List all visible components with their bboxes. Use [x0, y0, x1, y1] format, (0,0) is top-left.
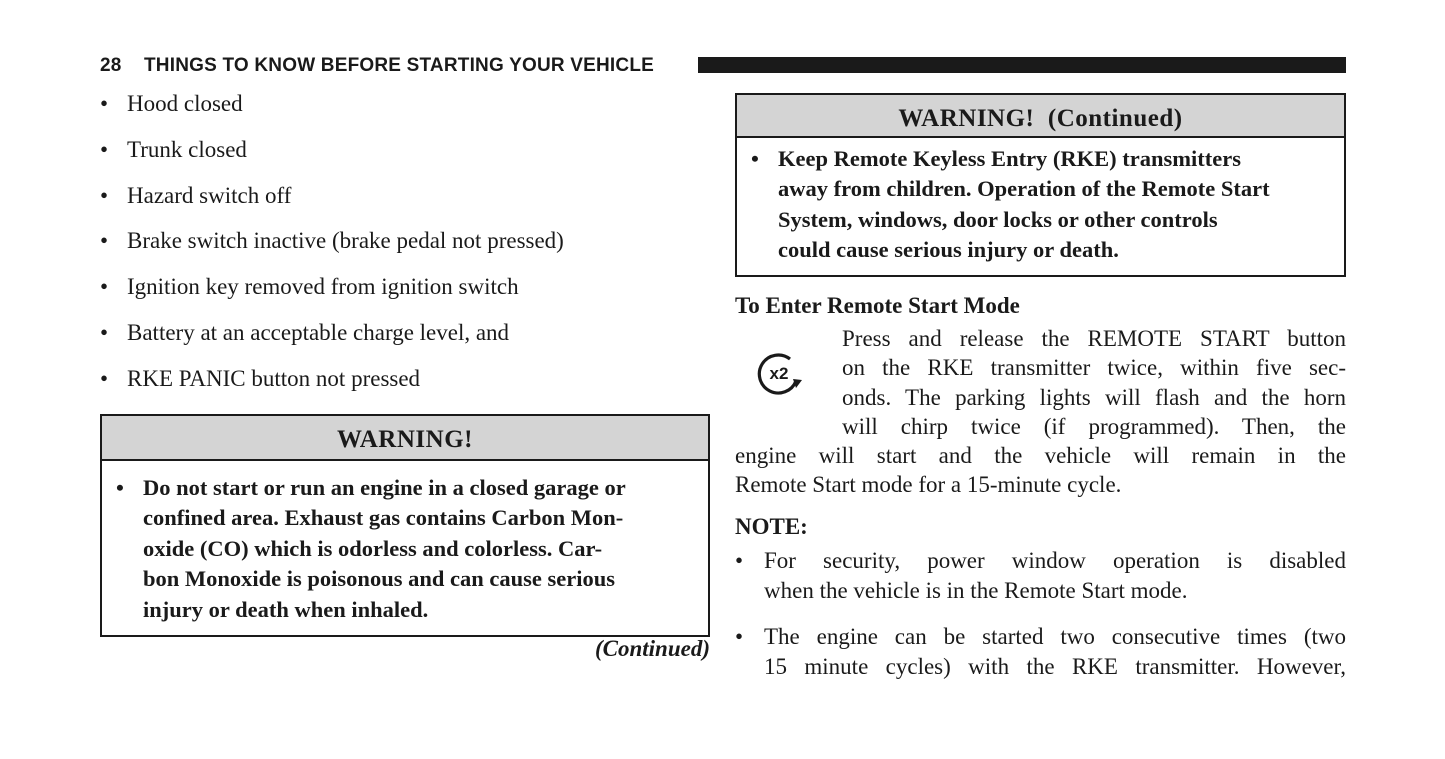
paragraph-line: will chirp twice (if programmed). Then, …	[842, 413, 1346, 439]
paragraph-line: Press and release the REMOTE START butto…	[842, 326, 1346, 351]
header-rule	[698, 57, 1346, 73]
section-heading: To Enter Remote Start Mode	[735, 293, 1020, 318]
remote-start-x2-icon: x2	[757, 353, 802, 395]
note-line: when the vehicle is in the Remote Start …	[764, 578, 1188, 603]
warning-text: • Do not start or run an engine in a clo…	[116, 473, 696, 625]
note-line: The engine can be started two consecutiv…	[764, 624, 1346, 649]
warning-line: away from children. Operation of the Rem…	[778, 176, 1270, 202]
warning-text: • Keep Remote Keyless Entry (RKE) transm…	[751, 144, 1332, 266]
note-label: NOTE:	[735, 514, 808, 539]
list-item: Trunk closed	[100, 132, 712, 178]
paragraph-line: engine will start and the vehicle will r…	[735, 443, 1346, 469]
bullet-dot: •	[735, 548, 744, 573]
paragraph-line: onds. The parking lights will flash and …	[842, 384, 1346, 410]
chapter-title: THINGS TO KNOW BEFORE STARTING YOUR VEHI…	[144, 55, 655, 76]
warning-line: could cause serious injury or death.	[778, 237, 1119, 263]
list-item: RKE PANIC button not pressed	[100, 361, 712, 407]
bullet-dot: •	[116, 475, 124, 500]
left-column: Hood closed Trunk closed Hazard switch o…	[100, 86, 712, 407]
list-item: Brake switch inactive (brake pedal not p…	[100, 223, 712, 269]
warning-title: WARNING!	[102, 416, 708, 461]
note-item: • The engine can be started two consecut…	[735, 622, 1346, 682]
list-item: Battery at an acceptable charge level, a…	[100, 315, 712, 361]
note-line: 15 minute cycles) with the RKE transmitt…	[764, 654, 1346, 679]
warning-line: System, windows, door locks or other con…	[778, 206, 1218, 232]
warning-line: Do not start or run an engine in a close…	[143, 475, 626, 500]
continued-label: (Continued)	[594, 636, 710, 661]
warning-title: WARNING! (Continued)	[737, 95, 1344, 138]
list-item: Hood closed	[100, 86, 712, 132]
page-number: 28	[100, 55, 122, 76]
page-header: 28 THINGS TO KNOW BEFORE STARTING YOUR V…	[100, 54, 1346, 78]
notes-list: • For security, power window operation i…	[735, 546, 1346, 698]
warning-line: Keep Remote Keyless Entry (RKE) transmit…	[778, 146, 1242, 171]
paragraph-line: on the RKE transmitter twice, within fiv…	[842, 355, 1346, 381]
icon-label: x2	[770, 364, 789, 383]
list-item: Hazard switch off	[100, 178, 712, 224]
bullet-dot: •	[751, 146, 759, 171]
warning-line: bon Monoxide is poisonous and can cause …	[143, 566, 615, 592]
conditions-list: Hood closed Trunk closed Hazard switch o…	[100, 86, 712, 407]
warning-continued-box: WARNING! (Continued) • Keep Remote Keyle…	[735, 93, 1346, 277]
instruction-paragraph: Press and release the REMOTE START butto…	[735, 324, 1346, 500]
warning-line: confined area. Exhaust gas contains Carb…	[143, 505, 624, 531]
warning-box: WARNING! • Do not start or run an engine…	[100, 414, 710, 637]
warning-line: oxide (CO) which is odorless and colorle…	[143, 535, 603, 561]
warning-line: injury or death when inhaled.	[143, 596, 429, 622]
paragraph-line: Remote Start mode for a 15-minute cycle.	[735, 472, 1122, 498]
bullet-dot: •	[735, 624, 744, 649]
note-line: For security, power window operation is …	[764, 548, 1346, 573]
list-item: Ignition key removed from ignition switc…	[100, 269, 712, 315]
note-item: • For security, power window operation i…	[735, 546, 1346, 606]
